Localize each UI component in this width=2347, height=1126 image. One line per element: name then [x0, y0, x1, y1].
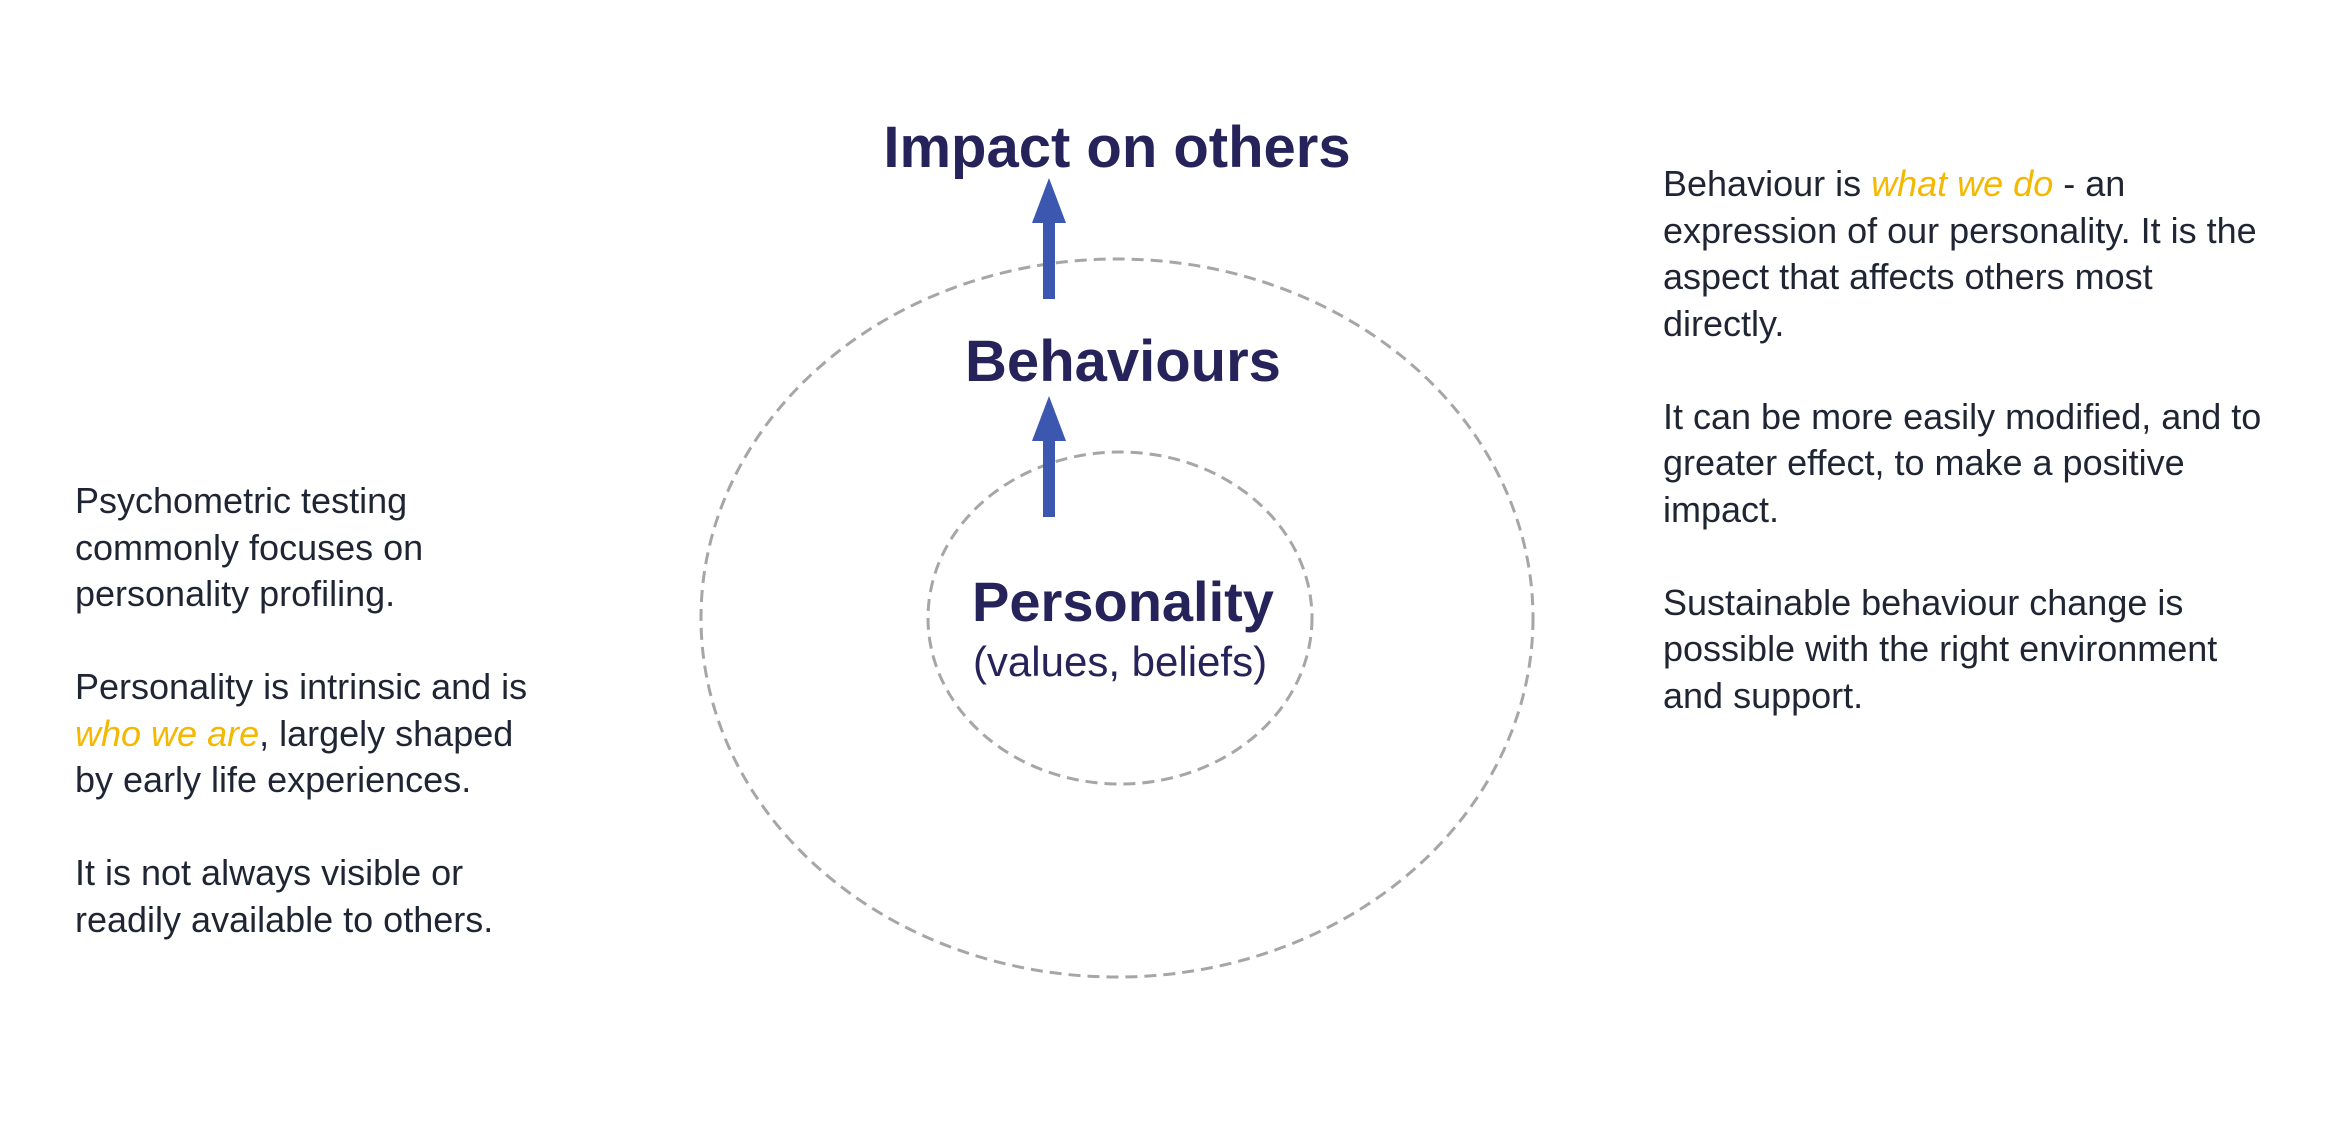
- text-line: impact.: [1663, 488, 1780, 530]
- right-description: Behaviour is what we do - an expression …: [1663, 161, 2261, 719]
- text-line: It is not always visible or: [75, 852, 464, 893]
- text-line: expression of our personality. It is the: [1663, 209, 2257, 251]
- personality-subtitle: (values, beliefs): [972, 638, 1268, 685]
- text-line: Personality is intrinsic and is: [75, 666, 528, 707]
- text-line: readily available to others.: [75, 898, 494, 940]
- text-line: and support.: [1663, 674, 1864, 716]
- arrow-up-icon: [1032, 396, 1066, 517]
- text-line: by early life experiences.: [75, 759, 472, 800]
- arrow-up-icon: [1032, 178, 1066, 299]
- text-line: personality profiling.: [75, 573, 396, 614]
- impact-on-others-label: Impact on others: [883, 115, 1351, 180]
- text-line: who we are, largely shaped: [75, 711, 527, 758]
- text-line: possible with the right environment: [1663, 628, 2218, 669]
- text-line: Sustainable behaviour change is: [1663, 581, 2184, 623]
- behaviours-label: Behaviours: [965, 329, 1281, 394]
- text-fragment: - an: [2053, 163, 2126, 204]
- text-line: aspect that affects others most: [1663, 256, 2153, 297]
- outer-ring-behaviours: [699, 257, 1535, 979]
- text-line: directly.: [1663, 302, 1785, 344]
- personality-label: Personality: [972, 570, 1274, 633]
- text-line: greater effect, to make a positive: [1663, 442, 2185, 483]
- left-description: Psychometric testing commonly focuses on…: [75, 478, 527, 943]
- text-line: It can be more easily modified, and to: [1663, 395, 2262, 437]
- highlight-what-we-do: what we do: [1871, 163, 2054, 204]
- text-fragment: Behaviour is: [1663, 163, 1872, 204]
- text-line: Behaviour is what we do - an: [1663, 161, 2261, 208]
- text-fragment: , largely shaped: [259, 712, 514, 754]
- inner-ring-personality: [926, 450, 1314, 786]
- text-line: commonly focuses on: [75, 526, 424, 568]
- highlight-who-we-are: who we are: [75, 712, 260, 754]
- text-line: Psychometric testing: [75, 480, 408, 521]
